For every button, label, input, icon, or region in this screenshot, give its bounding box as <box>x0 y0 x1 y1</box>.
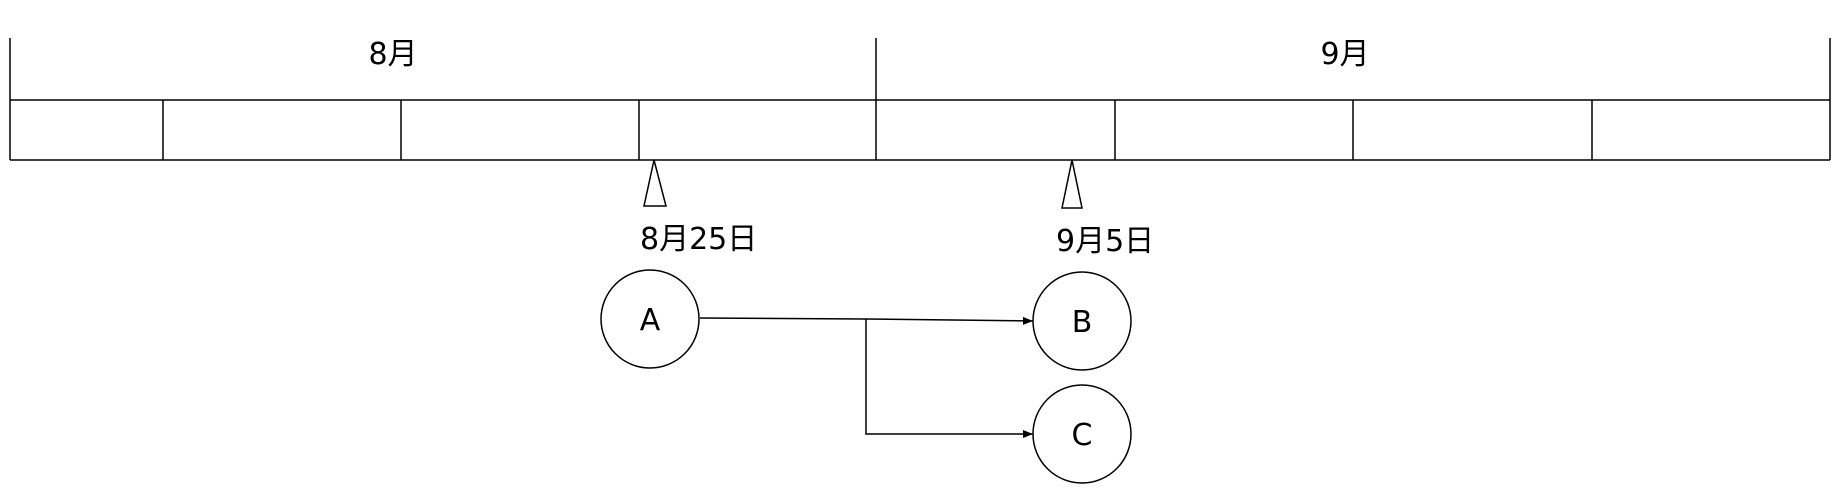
node-b: B <box>1032 271 1132 371</box>
node-a-label: A <box>640 303 661 338</box>
edge-a-to-c <box>865 319 1033 438</box>
node-c: C <box>1032 384 1132 484</box>
month-label-august: 8月 <box>368 37 417 72</box>
marker-aug25-pointer <box>643 159 667 207</box>
marker-aug25-label: 8月25日 <box>640 222 757 257</box>
connectors <box>699 316 1034 438</box>
marker-sep5-label: 9月5日 <box>1056 224 1154 259</box>
node-b-circle <box>1032 271 1132 371</box>
node-c-circle <box>1032 384 1132 484</box>
node-a: A <box>600 269 700 369</box>
marker-sep5-pointer <box>1061 159 1083 209</box>
timeline-grid <box>9 38 1831 161</box>
node-c-label: C <box>1072 418 1093 453</box>
node-b-label: B <box>1072 305 1093 340</box>
node-a-circle <box>600 269 700 369</box>
month-label-september: 9月 <box>1320 37 1369 72</box>
